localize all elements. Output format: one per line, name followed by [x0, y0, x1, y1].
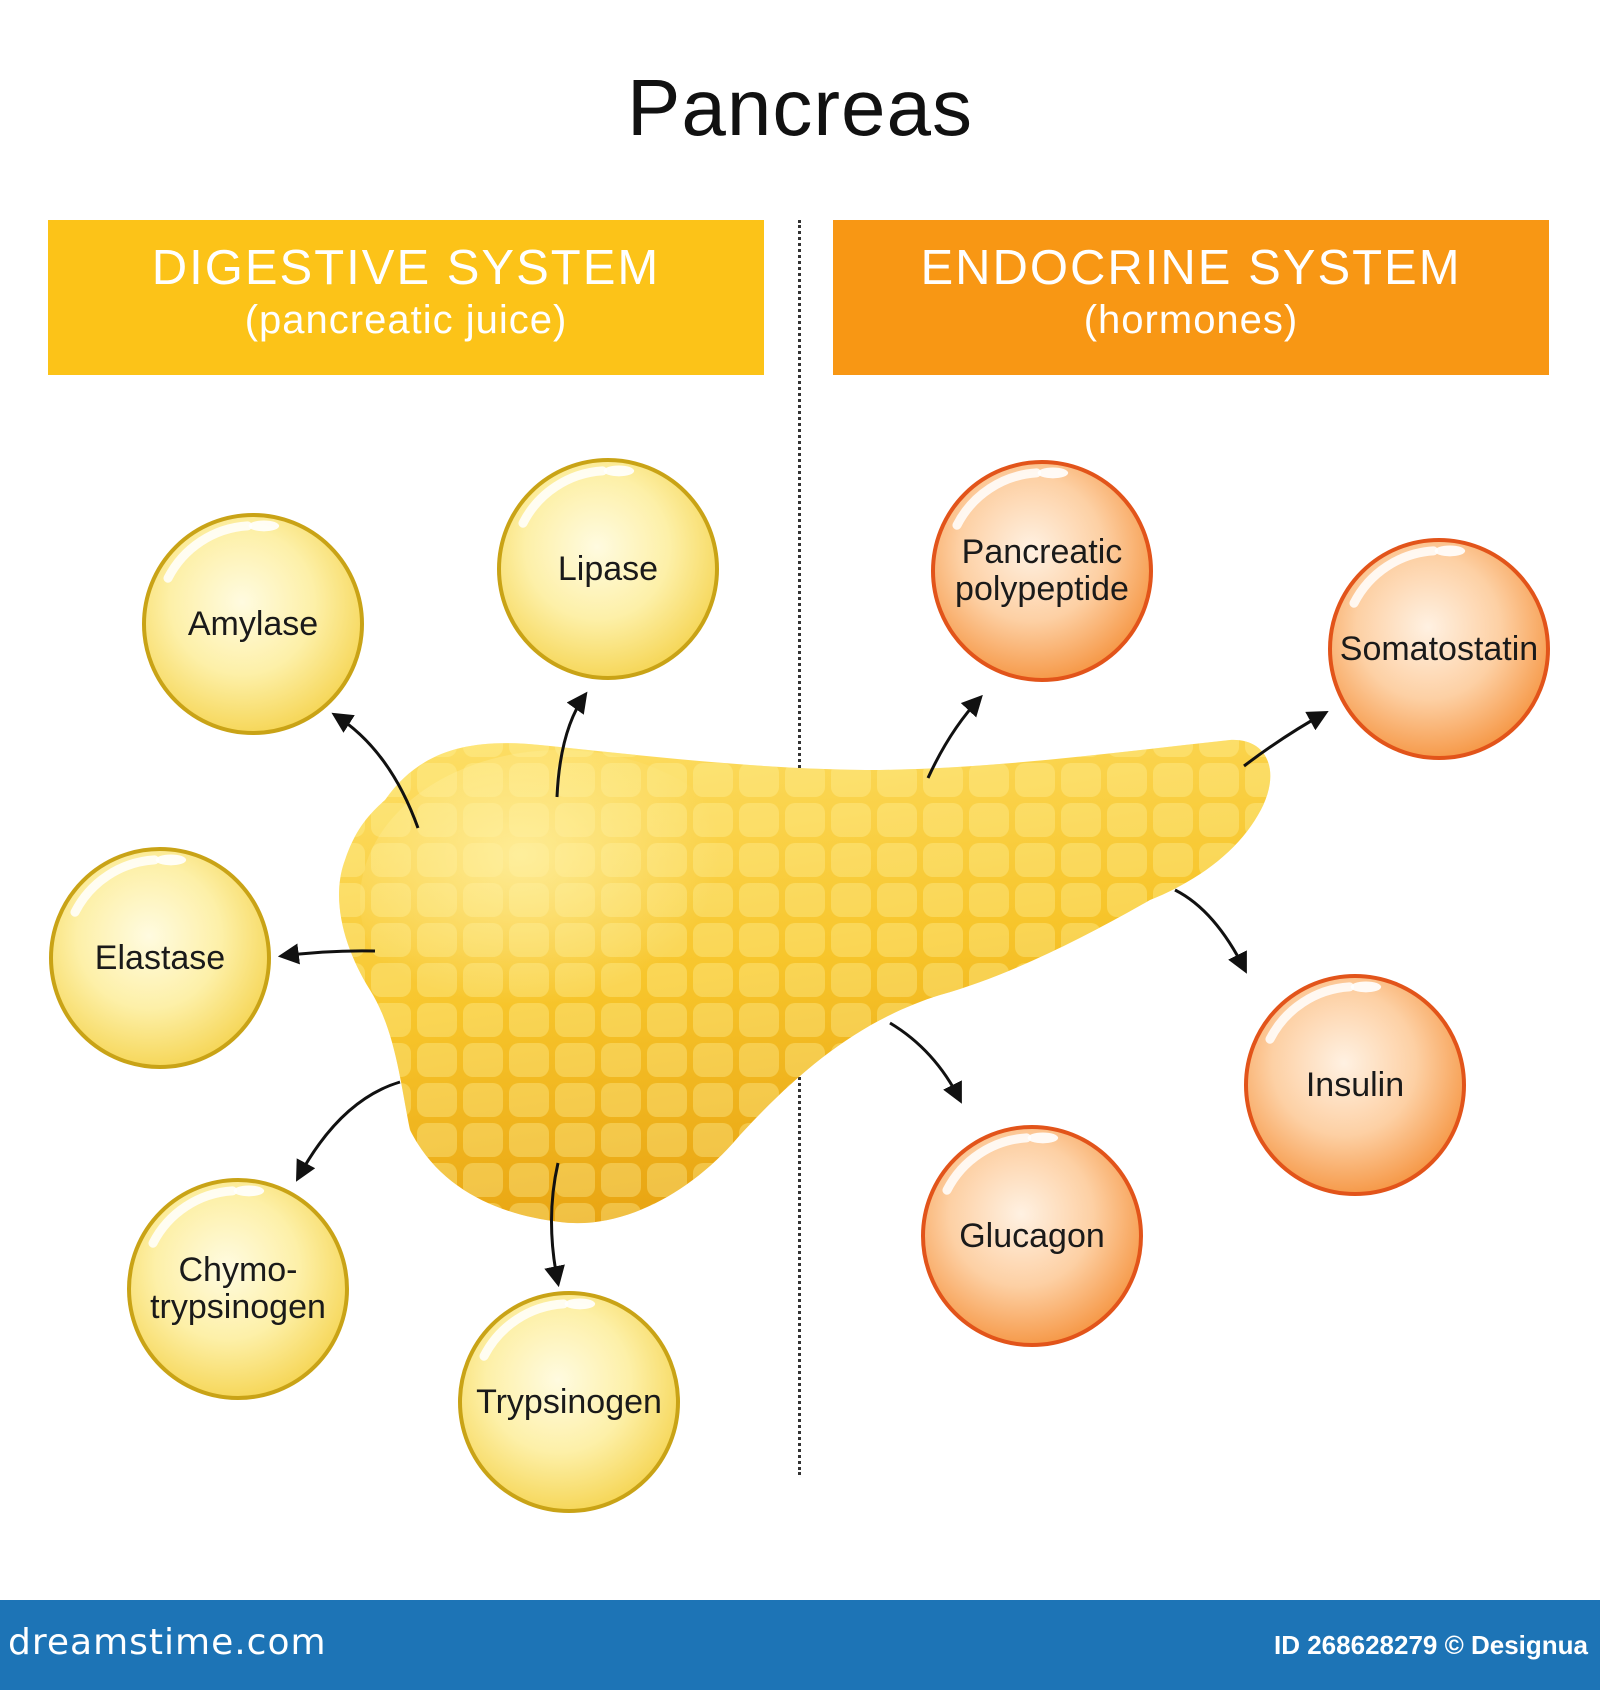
secretion-arrows [277, 691, 1329, 1288]
endocrine-heading: ENDOCRINE SYSTEM [920, 241, 1462, 295]
glucagon-label: Glucagon [959, 1216, 1105, 1255]
footer-id: ID 268628279 © Designua [1274, 1630, 1588, 1660]
digestive-heading: DIGESTIVE SYSTEM [151, 241, 661, 295]
footer-bar: dreamstime.com ID 268628279 © Designua [0, 1600, 1600, 1690]
endocrine-subheading: (hormones) [1083, 298, 1299, 342]
page-title: Pancreas [627, 63, 973, 152]
glucagon-bubble [921, 1125, 1143, 1347]
trypsinogen-arrow [544, 1162, 565, 1288]
chymotrypsinogen-bubble [127, 1178, 349, 1400]
lipase-label: Lipase [557, 549, 659, 588]
pancreas-organ [339, 739, 1271, 1224]
somatostatin-arrow [1243, 710, 1329, 768]
digestive-subheading: (pancreatic juice) [244, 298, 568, 342]
pancreas-diagram [49, 458, 1550, 1513]
insulin-arrow [1174, 888, 1247, 974]
somatostatin-label: Somatostatin [1339, 629, 1539, 668]
trypsinogen-bubble [458, 1291, 680, 1513]
pancreatic-polypeptide-bubble [931, 460, 1153, 682]
insulin-label: Insulin [1305, 1065, 1405, 1104]
secretion-nodes [49, 458, 1550, 1513]
somatostatin-bubble [1328, 538, 1550, 760]
chymotrypsinogen-arrow [296, 1080, 401, 1182]
elastase-bubble [49, 847, 271, 1069]
footer-site: dreamstime.com [8, 1622, 327, 1663]
digestive-system-banner: DIGESTIVE SYSTEM (pancreatic juice) [48, 220, 764, 375]
endocrine-system-banner: ENDOCRINE SYSTEM (hormones) [833, 220, 1549, 375]
pancreatic-polypeptide-label: Pancreatic polypeptide [955, 533, 1129, 608]
lipase-bubble [497, 458, 719, 680]
insulin-bubble [1244, 974, 1466, 1196]
chymotrypsinogen-label: Chymo- trypsinogen [150, 1251, 326, 1326]
elastase-label: Elastase [94, 938, 226, 977]
trypsinogen-label: Trypsinogen [476, 1382, 662, 1421]
amylase-label: Amylase [187, 604, 319, 643]
lipase-arrow [555, 691, 588, 798]
pancreatic-polypeptide-arrow [926, 694, 983, 779]
amylase-bubble [142, 513, 364, 735]
glucagon-arrow [889, 1021, 962, 1104]
elastase-arrow [277, 943, 376, 965]
amylase-arrow [331, 712, 420, 829]
